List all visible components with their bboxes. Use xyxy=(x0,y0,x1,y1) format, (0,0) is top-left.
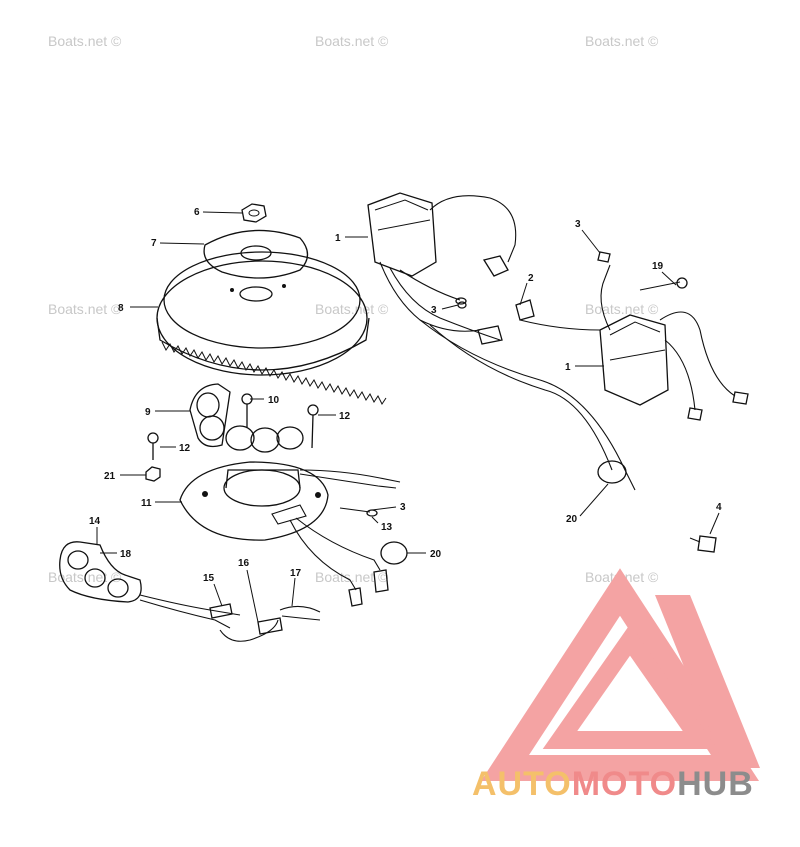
logo-part-auto: AUTO xyxy=(472,765,572,803)
callout-10: 10 xyxy=(268,395,280,406)
callout-16: 16 xyxy=(238,558,250,569)
callout-15: 15 xyxy=(203,573,215,584)
watermark-3: Boats.net © xyxy=(585,33,659,49)
screws xyxy=(145,393,319,482)
callout-19: 19 xyxy=(652,261,664,272)
watermarks: Boats.net © Boats.net © Boats.net © Boat… xyxy=(48,33,659,585)
harness-wires xyxy=(419,299,636,491)
callout-9: 9 xyxy=(145,407,151,418)
callout-21: 21 xyxy=(104,471,116,482)
leader-lines xyxy=(96,211,720,623)
callout-17: 17 xyxy=(290,568,302,579)
callout-12-upper: 12 xyxy=(339,411,351,422)
logo-wordmark: AUTOMOTOHUB xyxy=(472,765,754,804)
watermark-4: Boats.net © xyxy=(48,301,122,317)
stator-wires xyxy=(289,469,401,607)
callout-13: 13 xyxy=(381,522,393,533)
callout-12-lower: 12 xyxy=(179,443,191,454)
flywheel-plate xyxy=(203,229,309,279)
callout-3-upper: 3 xyxy=(575,219,581,230)
watermark-5: Boats.net © xyxy=(315,301,389,317)
callout-1-upper: 1 xyxy=(335,233,341,244)
callout-18: 18 xyxy=(120,549,132,560)
callout-14: 14 xyxy=(89,516,101,527)
callout-11: 11 xyxy=(141,498,152,509)
callout-20-lower: 20 xyxy=(430,549,442,560)
ignition-module-lower xyxy=(599,264,749,421)
watermark-6: Boats.net © xyxy=(585,301,659,317)
callout-8: 8 xyxy=(118,303,124,314)
stator-coil xyxy=(189,383,304,453)
callout-3-middle: 3 xyxy=(431,305,437,316)
small-fasteners xyxy=(457,251,717,553)
watermark-8: Boats.net © xyxy=(315,569,389,585)
trigger-coil xyxy=(59,541,321,642)
logo-part-moto: MOTO xyxy=(571,765,678,803)
callout-3-stator: 3 xyxy=(400,502,406,513)
logo-emblem xyxy=(480,568,760,781)
logo-part-hub: HUB xyxy=(677,765,754,803)
o-ring-lower xyxy=(380,541,408,565)
callout-2: 2 xyxy=(528,273,534,284)
callout-4: 4 xyxy=(716,502,722,513)
ignition-module-upper xyxy=(367,192,517,345)
callout-1-lower: 1 xyxy=(565,362,571,373)
callout-labels: 6 7 8 9 10 12 12 21 11 3 13 20 14 18 15 … xyxy=(89,207,722,584)
watermark-2: Boats.net © xyxy=(315,33,389,49)
callout-7: 7 xyxy=(151,238,157,249)
flywheel-nut xyxy=(241,203,267,223)
flywheel xyxy=(156,251,387,405)
callout-6: 6 xyxy=(194,207,200,218)
watermark-1: Boats.net © xyxy=(48,33,122,49)
stator-plate xyxy=(179,461,329,541)
callout-20-upper: 20 xyxy=(566,514,578,525)
